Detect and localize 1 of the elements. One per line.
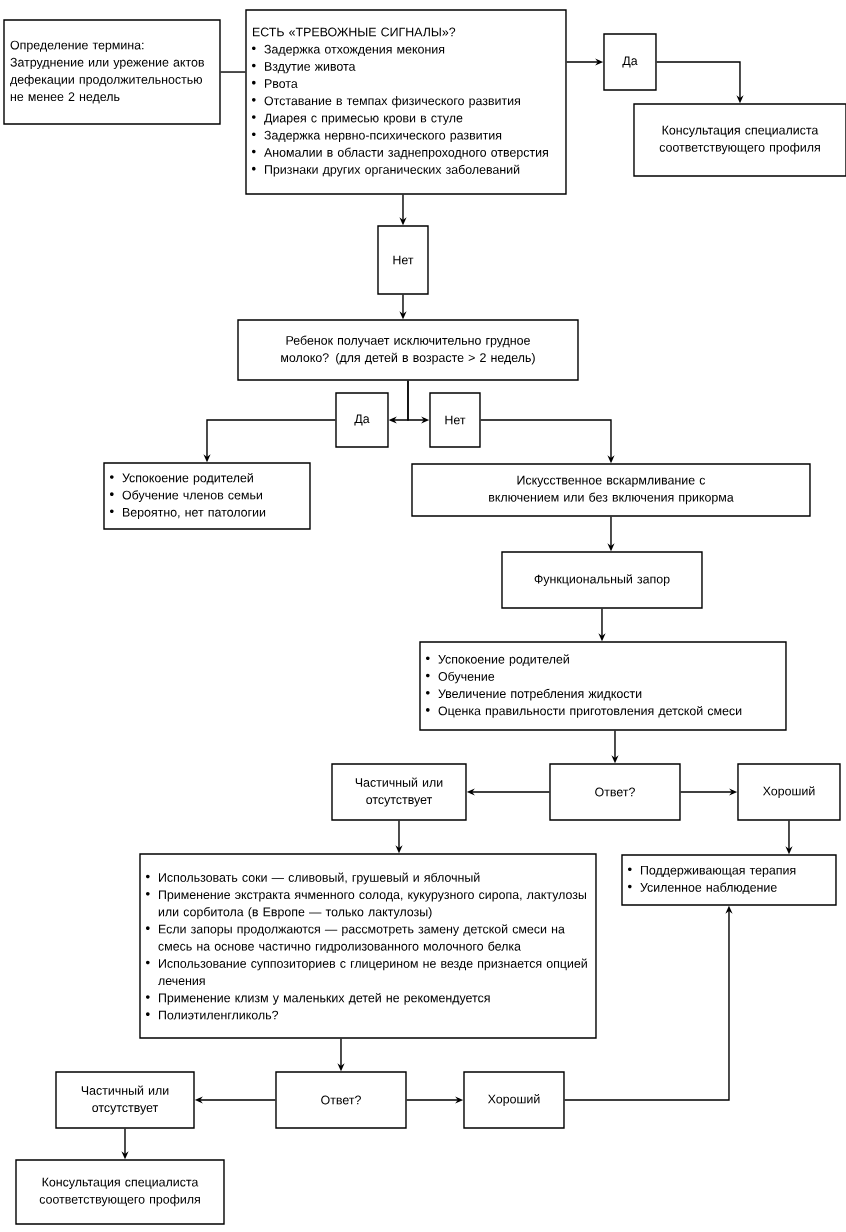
- connector-line: [220, 71, 246, 73]
